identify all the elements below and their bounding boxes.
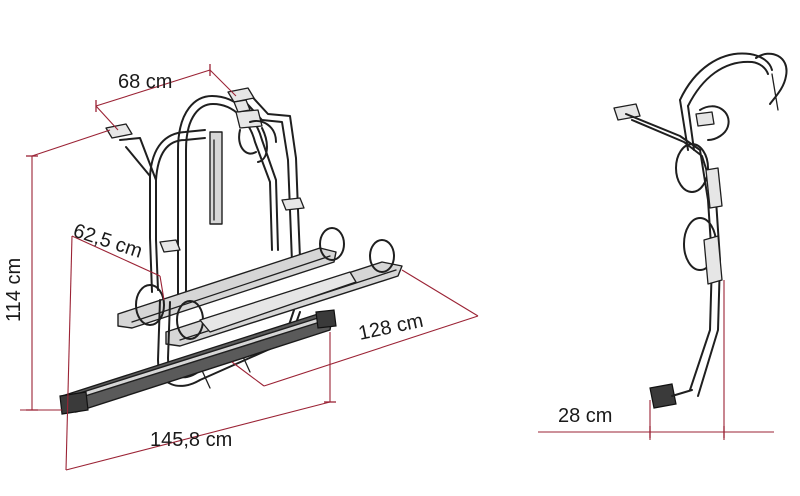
dim-line-total-width [65, 401, 331, 471]
dimension-lines [20, 64, 774, 471]
rack-side-view [613, 52, 788, 409]
dim-label-depth: 62,5 cm [70, 220, 144, 263]
rack-front-view [59, 87, 403, 415]
dim-line-rail-length [263, 315, 479, 387]
rack-main-frame [119, 89, 301, 301]
dim-label-height: 114 cm [3, 258, 25, 322]
dim-label-side-depth: 28 cm [558, 405, 612, 427]
dim-line-width-top [95, 69, 211, 107]
side-bottom-foot [649, 383, 677, 409]
wheel-rails [117, 227, 403, 347]
top-mount-brackets [105, 87, 305, 253]
dim-label-total-width: 145,8 cm [150, 429, 232, 451]
dim-label-rail-length: 128 cm [356, 310, 425, 345]
dim-line-depth [71, 235, 161, 277]
dim-label-width-top: 68 cm [118, 71, 172, 93]
bottom-main-rail [59, 309, 337, 415]
